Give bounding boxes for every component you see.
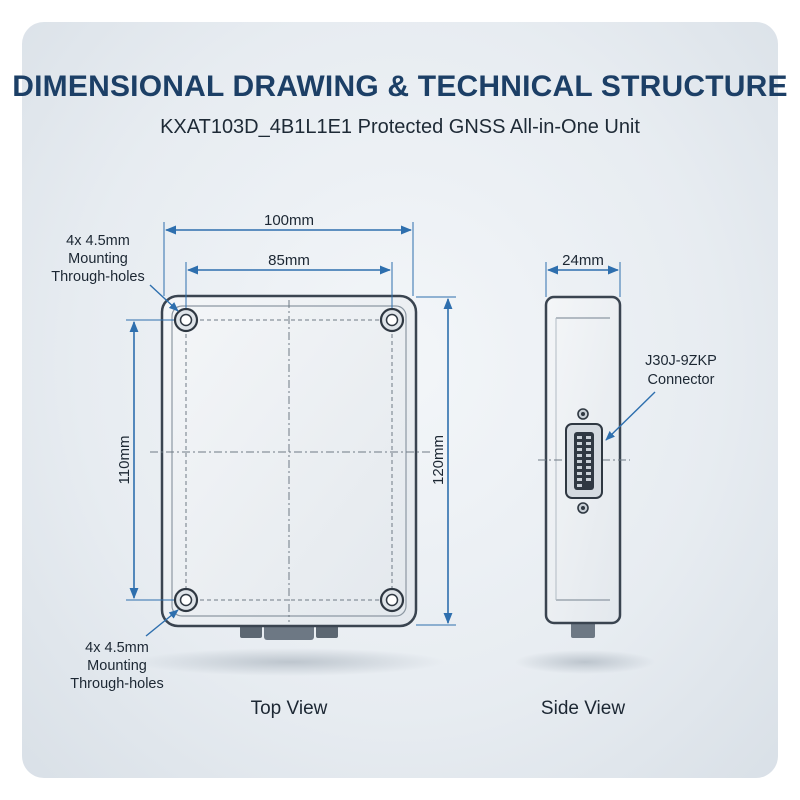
hole-note-bottom: 4x 4.5mm Mounting Through-holes (70, 609, 179, 692)
dimension-height-holes-label: 110mm (116, 436, 133, 485)
top-view-label: Top View (251, 698, 328, 719)
side-view-label: Side View (541, 698, 625, 719)
top-view-shadow (135, 648, 445, 676)
svg-text:4x 4.5mm: 4x 4.5mm (66, 233, 130, 249)
dimension-thickness-label: 24mm (562, 252, 604, 269)
dimension-width-outer (163, 222, 414, 296)
side-connector-stub (571, 620, 595, 638)
mounting-hole-top-left (173, 307, 199, 333)
dimension-height-holes (126, 319, 174, 601)
j30j-connector (565, 408, 603, 514)
svg-text:Through-holes: Through-holes (70, 676, 164, 692)
dimension-thickness (545, 262, 621, 297)
side-view-enclosure (538, 295, 630, 638)
mounting-hole-bottom-right (379, 587, 405, 613)
page-subtitle: KXAT103D_4B1L1E1 Protected GNSS All-in-O… (160, 116, 640, 138)
svg-text:Mounting: Mounting (87, 658, 147, 674)
dimension-width-holes-label: 85mm (268, 252, 310, 269)
svg-text:Connector: Connector (648, 372, 715, 388)
svg-text:4x 4.5mm: 4x 4.5mm (85, 640, 149, 656)
dimension-height-outer-label: 120mm (430, 435, 447, 485)
svg-text:J30J-9ZKP: J30J-9ZKP (645, 353, 717, 369)
dimension-width-holes (185, 262, 393, 308)
dimension-height-outer (416, 296, 456, 626)
page-title: DIMENSIONAL DRAWING & TECHNICAL STRUCTUR… (12, 70, 788, 103)
side-view-shadow (515, 650, 655, 674)
dimension-width-outer-label: 100mm (264, 212, 314, 229)
hole-note-top: 4x 4.5mm Mounting Through-holes (51, 233, 179, 312)
mounting-hole-bottom-left (173, 587, 199, 613)
svg-text:Mounting: Mounting (68, 251, 128, 267)
mounting-hole-top-right (379, 307, 405, 333)
svg-text:Through-holes: Through-holes (51, 269, 145, 285)
top-view-enclosure (150, 294, 430, 640)
connector-note: J30J-9ZKP Connector (605, 353, 717, 441)
